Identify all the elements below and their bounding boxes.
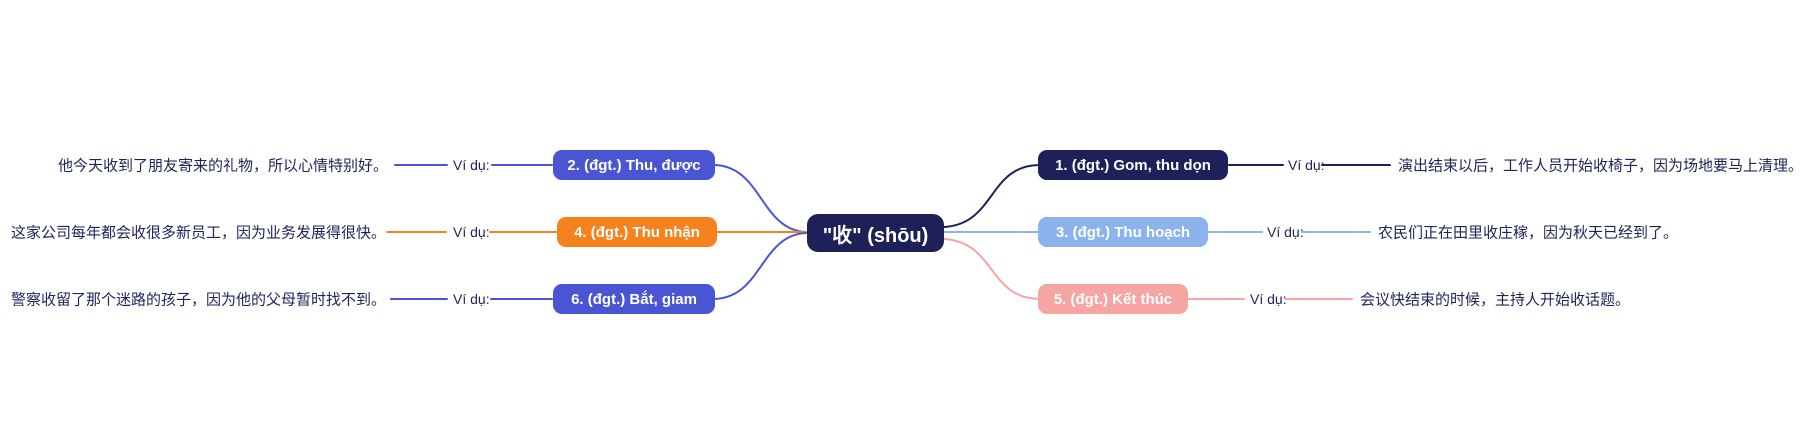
example-label-4[interactable]: Ví dụ: — [453, 224, 490, 240]
example-text-5[interactable]: 会议快结束的时候，主持人开始收话题。 — [1360, 291, 1631, 309]
branch-node-6[interactable]: 6. (đgt.) Bắt, giam — [553, 284, 715, 314]
example-text-3[interactable]: 农民们正在田里收庄稼，因为秋天已经到了。 — [1378, 224, 1679, 242]
example-text-1[interactable]: 演出结束以后，工作人员开始收椅子，因为场地要马上清理。 — [1398, 157, 1804, 175]
example-text-2[interactable]: 他今天收到了朋友寄来的礼物，所以心情特别好。 — [57, 157, 388, 175]
branch-node-4[interactable]: 4. (đgt.) Thu nhận — [557, 217, 717, 247]
example-label-1[interactable]: Ví dụ: — [1288, 157, 1325, 173]
example-label-5[interactable]: Ví dụ: — [1250, 291, 1287, 307]
example-label-3[interactable]: Ví dụ: — [1267, 224, 1304, 240]
example-text-4[interactable]: 这家公司每年都会收很多新员工，因为业务发展得很快。 — [10, 224, 386, 242]
example-text-6[interactable]: 警察收留了那个迷路的孩子，因为他的父母暂时找不到。 — [10, 291, 386, 309]
example-label-2[interactable]: Ví dụ: — [453, 157, 490, 173]
connector-branch-2 — [712, 164, 807, 233]
branch-node-3[interactable]: 3. (đgt.) Thu hoạch — [1038, 217, 1208, 247]
root-node[interactable]: "收" (shōu) — [807, 214, 944, 252]
branch-node-1[interactable]: 1. (đgt.) Gom, thu dọn — [1038, 150, 1228, 180]
branch-node-2[interactable]: 2. (đgt.) Thu, được — [553, 150, 715, 180]
connector-branch-1 — [943, 164, 1041, 228]
connector-branch-5 — [943, 238, 1041, 300]
example-label-6[interactable]: Ví dụ: — [453, 291, 490, 307]
branch-node-5[interactable]: 5. (đgt.) Kết thúc — [1038, 284, 1188, 314]
connector-branch-6 — [712, 232, 807, 300]
